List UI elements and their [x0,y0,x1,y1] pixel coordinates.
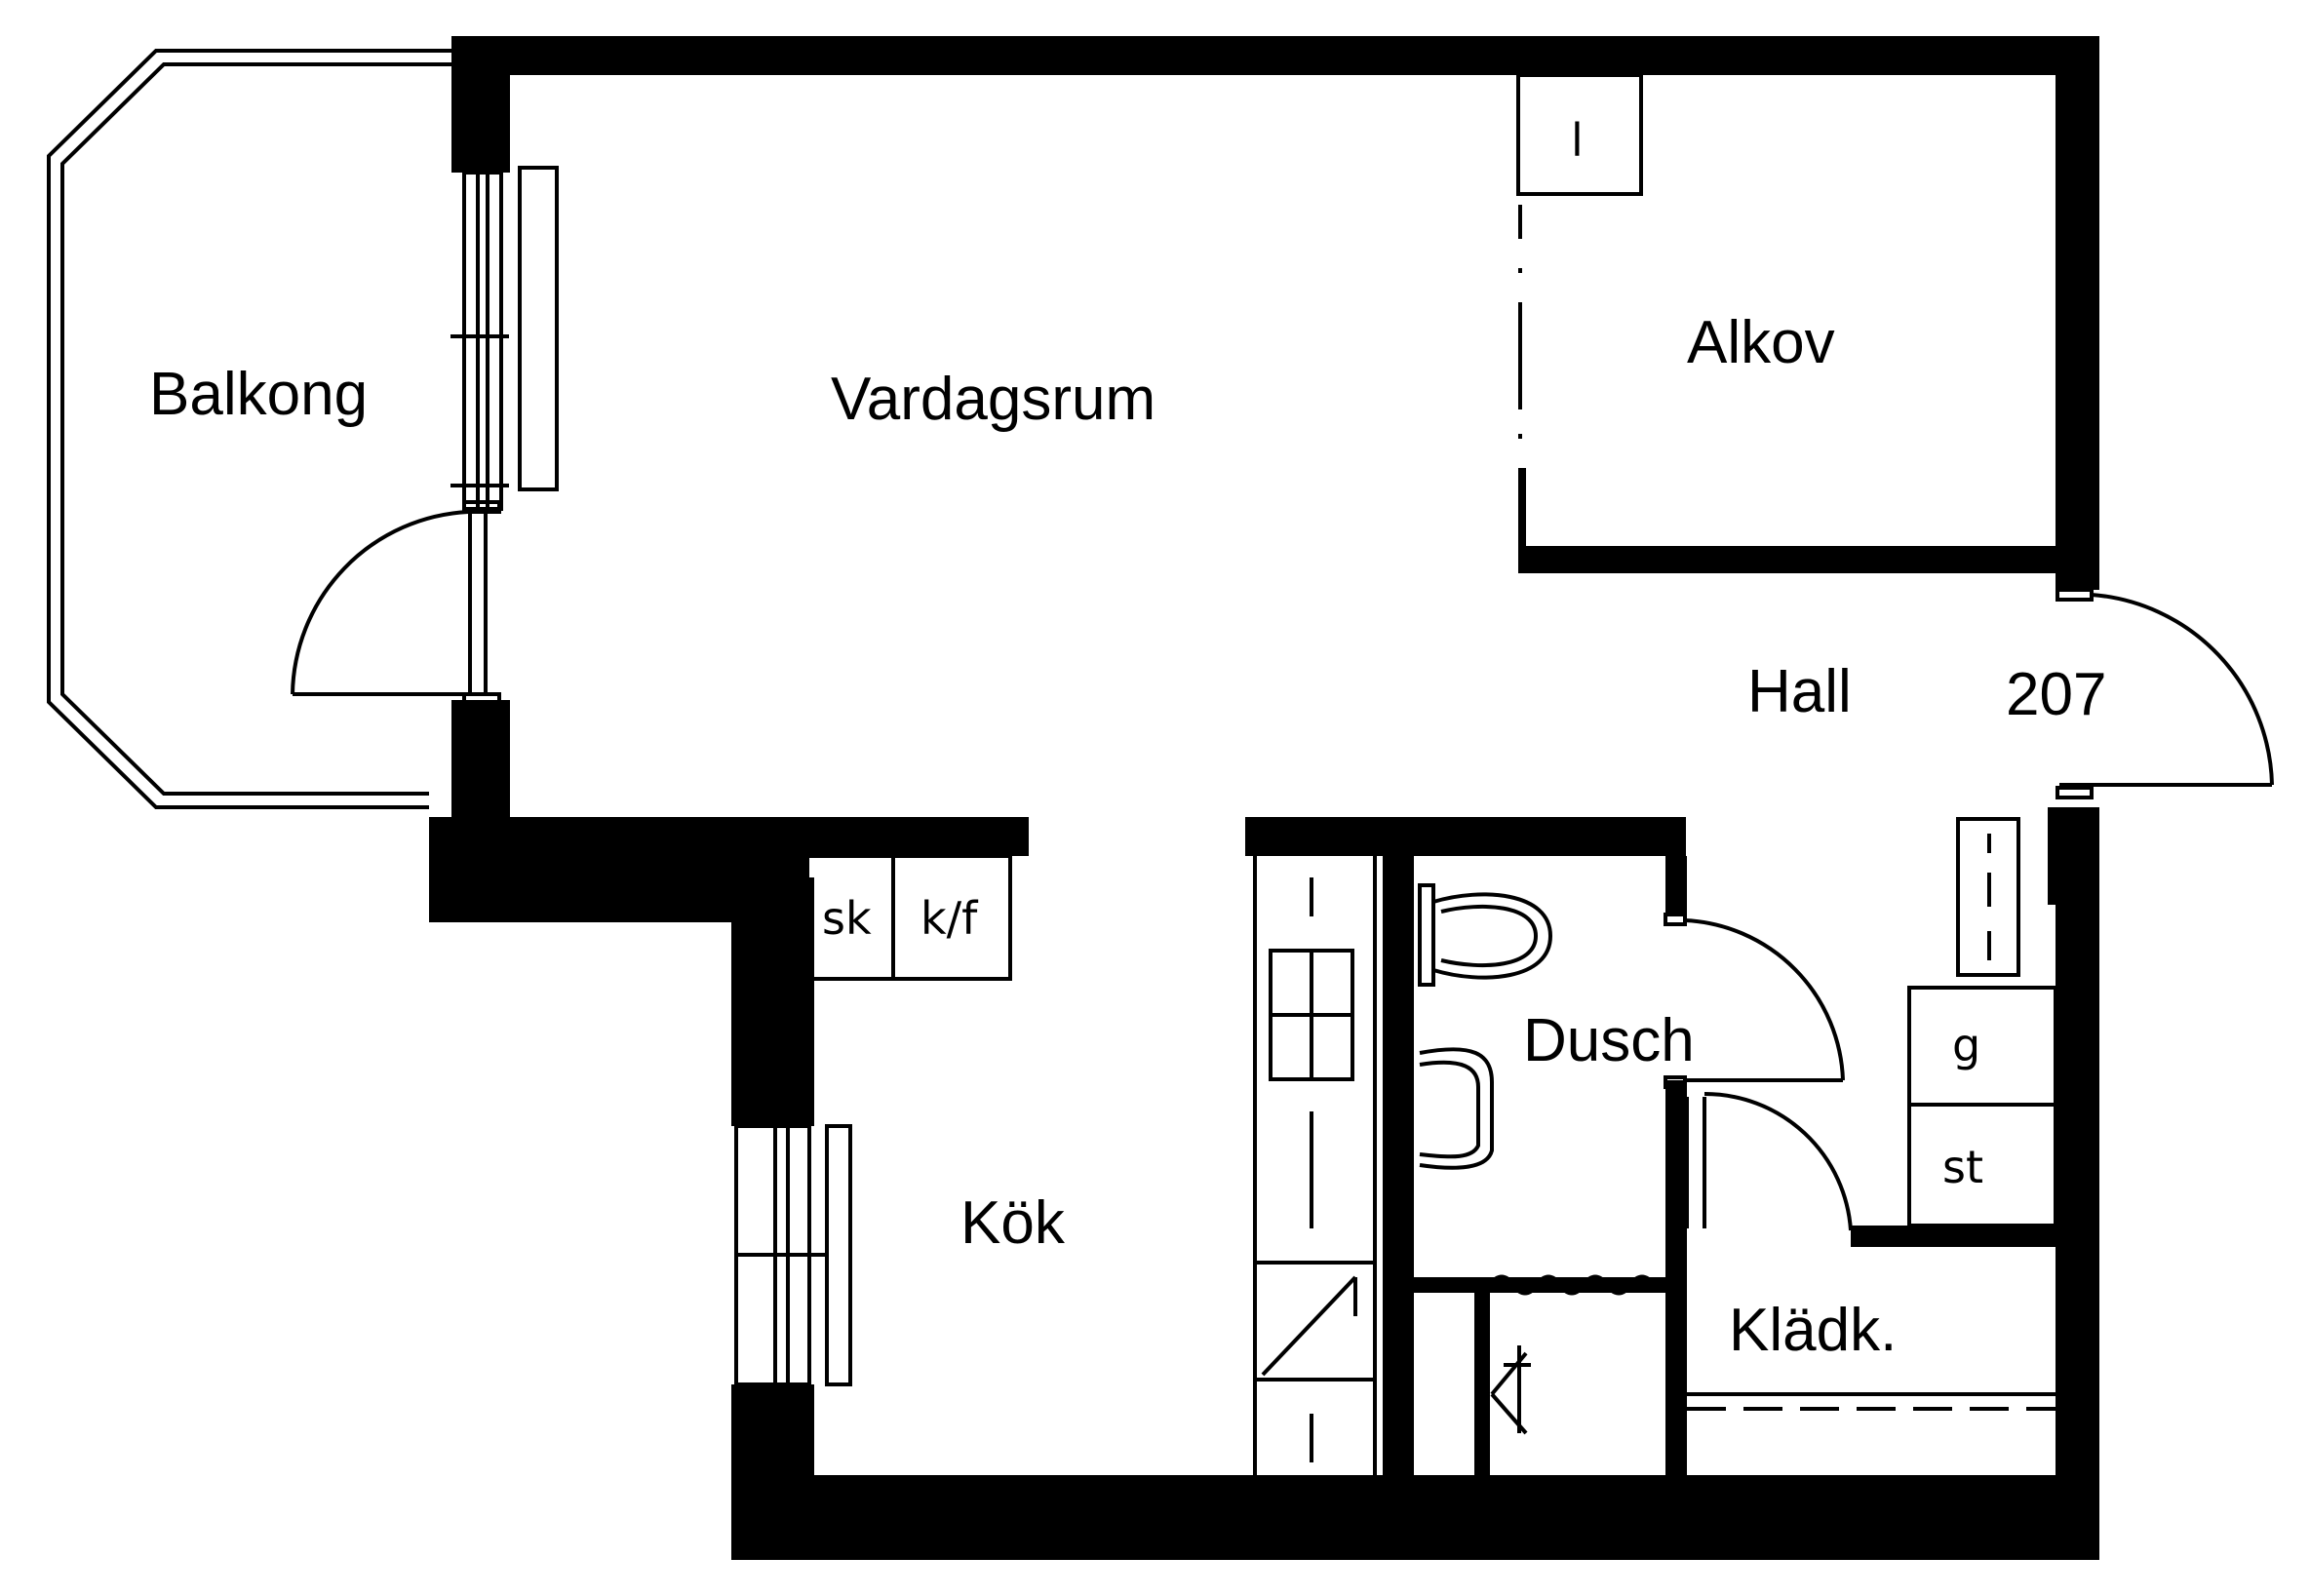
wall-left-top [451,36,510,173]
g-cabinet-box [1907,986,2057,1107]
toilet [1418,883,1553,987]
shower-valve [1490,1345,1531,1435]
room-label-shower: Dusch [1523,1007,1695,1074]
wardrobe-rail [1687,1392,2056,1411]
st-cabinet-box [1907,1103,2057,1227]
alcove-closet [1516,73,1643,196]
wall-left-bottom [451,700,510,817]
room-label-wardrobe: Klädk. [1729,1297,1897,1364]
wall-top [451,36,2099,75]
wall-bath-left [1383,856,1414,1475]
wall-right-lower [2056,807,2099,1560]
room-label-living-room: Vardagsrum [831,366,1155,433]
wall-right-upper [2056,36,2099,590]
wall-hall-right-cab [2048,807,2057,905]
balcony-door [291,500,501,706]
wall-bottom [731,1475,2099,1560]
room-label-hall: Hall [1747,658,1852,725]
wardrobe-door [1685,1091,1853,1231]
washbasin [1419,1047,1494,1170]
kitchen-units [805,854,1012,981]
balcony-outline [47,49,451,809]
wall-bath-top [1245,817,1686,856]
shower-curtain [1488,1274,1656,1296]
counter-strip [1253,856,1377,1475]
unit-number: 207 [2006,661,2106,728]
room-label-balcony: Balkong [149,361,368,428]
shower-door [1664,913,1845,1089]
balcony-window [450,166,559,511]
fridge-box [891,854,1012,981]
entry-door [2056,588,2274,799]
fridge-label: k/f [920,892,979,945]
room-label-kitchen: Kök [960,1189,1066,1257]
wall-bath-right-upper [1665,856,1687,915]
wall-kitchen-left [731,877,814,1126]
g-cabinet-label: g [1952,1019,1980,1071]
wall-kitchen-left-low [731,1384,814,1560]
walls [429,36,2099,1560]
wall-wardrobe-top [1851,1226,2057,1247]
wall-bath-right-lower [1665,1080,1687,1475]
hall-cabinets [1907,817,2057,1227]
alcove-closet-label: l [1571,114,1584,167]
st-cabinet-label: st [1942,1141,1983,1193]
wall-alcove-bottom [1518,546,2064,573]
kitchen-window [734,1124,852,1386]
wall-bath-mid [1474,1293,1490,1475]
room-label-alcove: Alkov [1687,309,1835,376]
sink-label: sk [822,892,872,945]
